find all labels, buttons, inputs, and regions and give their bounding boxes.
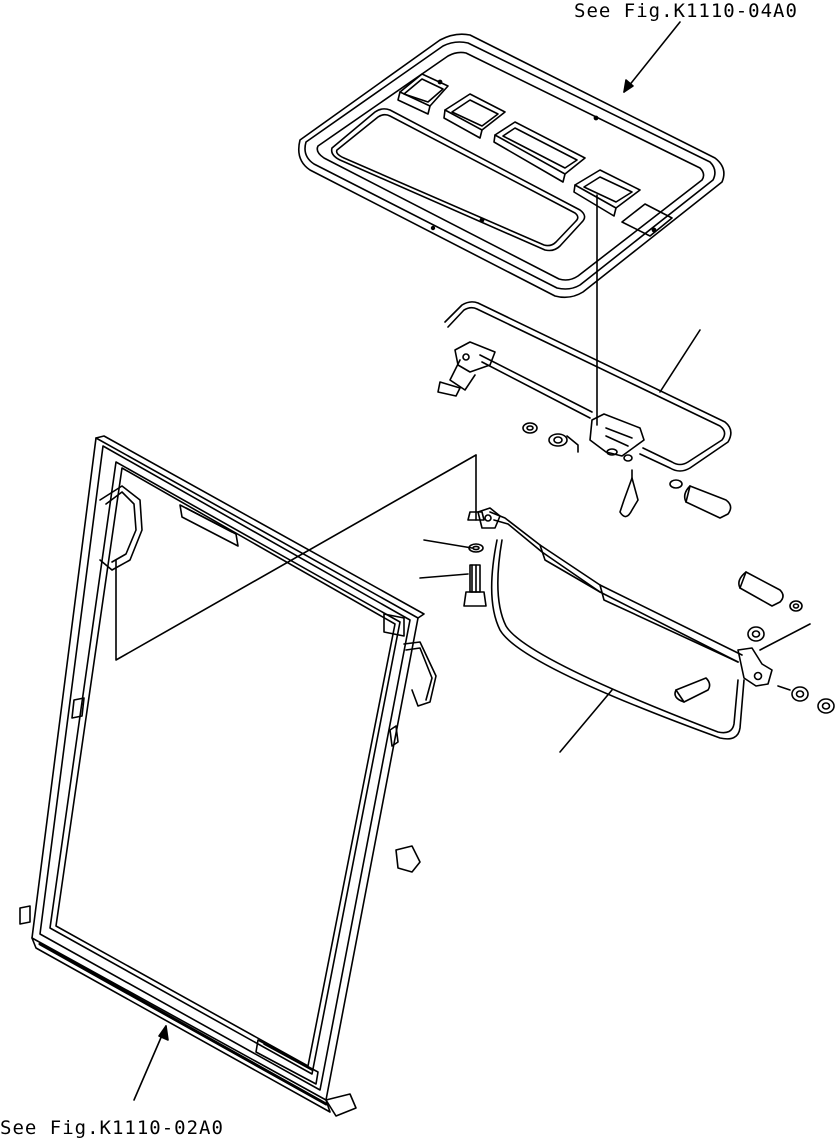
hardware-lower-left (420, 455, 486, 606)
door-frame (20, 436, 436, 1116)
lower-hinge-rod (478, 508, 772, 739)
hardware-upper-nuts (523, 423, 578, 452)
hardware-lower-right (675, 572, 834, 713)
roof-panel (299, 34, 724, 297)
reference-leader-bottom (134, 1026, 168, 1100)
alignment-lines-door (116, 455, 476, 660)
reference-label-top[interactable]: See Fig.K1110-04A0 (574, 0, 798, 22)
reference-leader-top (624, 22, 680, 92)
hardware-upper-bolts (620, 470, 731, 518)
leader-lower-rod (560, 690, 612, 752)
upper-hinge-rod (438, 302, 731, 471)
leader-upper-rod (660, 330, 700, 392)
reference-label-bottom[interactable]: See Fig.K1110-02A0 (0, 1117, 224, 1139)
